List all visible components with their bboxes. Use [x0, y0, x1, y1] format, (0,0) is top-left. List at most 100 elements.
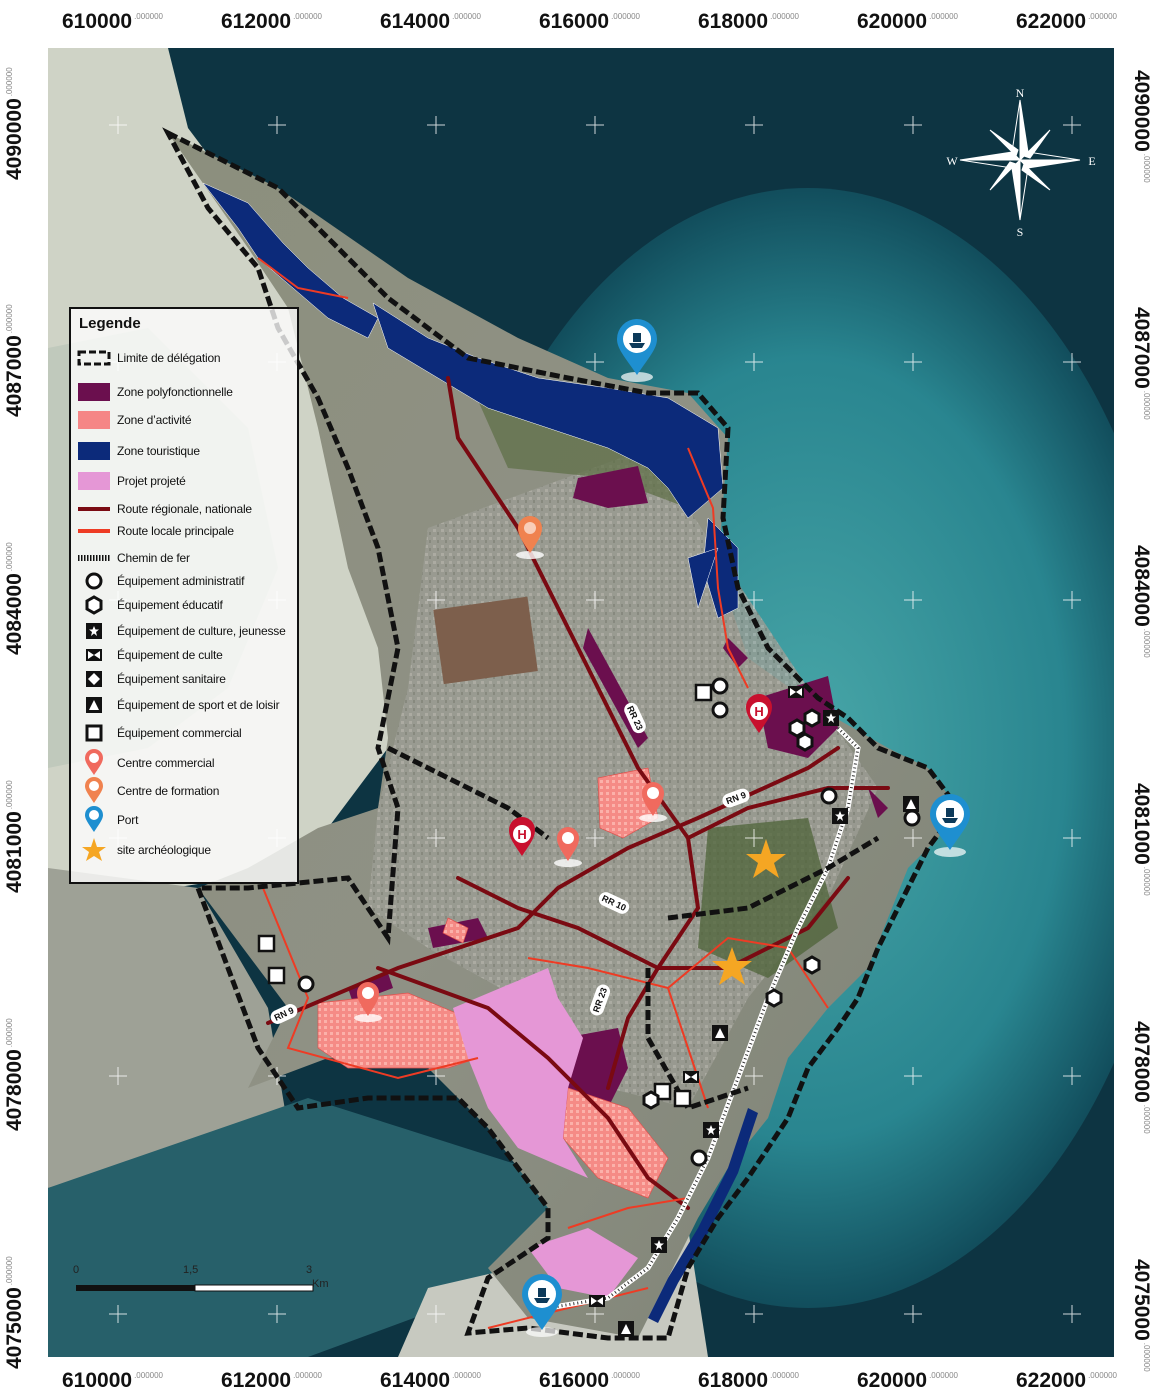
port-pin-icon	[77, 806, 111, 832]
y-tick-label: 4078000.000000	[1130, 1021, 1153, 1134]
bowtie-icon	[77, 644, 111, 666]
triangle-icon	[77, 694, 111, 716]
legend-item: Route régionale, nationale	[77, 498, 252, 520]
legend-item-label: Équipement sanitaire	[117, 672, 226, 686]
legend-item-label: site archéologique	[117, 843, 211, 857]
legend-item-label: Route locale principale	[117, 524, 234, 538]
zone-swatch-icon	[77, 440, 111, 462]
worship-bowtie-icon	[589, 1295, 605, 1307]
admin-circle-icon	[711, 677, 729, 695]
worship-bowtie-icon	[788, 686, 804, 698]
education-hexagon-icon	[796, 732, 814, 752]
archaeological-star-icon	[746, 839, 786, 878]
zone-touristique-south	[648, 1108, 758, 1323]
legend-item-label: Centre de formation	[117, 784, 220, 798]
airport-land	[48, 868, 288, 1188]
scale-label: 1,5	[183, 1264, 199, 1276]
x-tick-label: 618000.000000	[698, 10, 799, 33]
archaeological-star-icon	[712, 947, 752, 985]
training-center-pin-icon	[516, 516, 544, 559]
education-hexagon-icon	[765, 988, 783, 1008]
zone-swatch-icon	[77, 381, 111, 403]
y-tick-label: 4087000.000000	[3, 304, 26, 417]
culture-star-icon	[823, 710, 839, 726]
sport-triangle-icon	[618, 1321, 634, 1337]
x-tick-label: 614000.000000	[380, 1369, 481, 1392]
admin-circle-icon	[903, 809, 921, 827]
legend-item-label: Port	[117, 813, 139, 827]
y-tick-label: 4078000.000000	[3, 1018, 26, 1131]
legend-item-label: Équipement éducatif	[117, 598, 223, 612]
scale-bar	[76, 1284, 314, 1292]
commercial-center-pin-icon	[554, 827, 582, 867]
legend-item: Projet projeté	[77, 470, 186, 492]
zone-swatch-icon	[77, 409, 111, 431]
legend-item-label: Équipement de culte	[117, 648, 223, 662]
compass-w: W	[946, 154, 958, 168]
y-tick-label: 4075000.000000	[1130, 1259, 1153, 1372]
scale-unit: Km	[312, 1278, 329, 1290]
x-tick-label: 620000.000000	[857, 1369, 958, 1392]
legend-item: Équipement administratif	[77, 570, 244, 592]
commercial-square-icon	[267, 966, 286, 985]
x-tick-label: 614000.000000	[380, 10, 481, 33]
worship-bowtie-icon	[683, 1071, 699, 1083]
legend-item: Équipement éducatif	[77, 594, 223, 616]
scale-label: 0	[73, 1264, 80, 1276]
education-hexagon-icon	[803, 955, 821, 975]
sport-triangle-icon	[903, 796, 919, 812]
legend-item: Équipement commercial	[77, 722, 242, 744]
zone-touristique	[202, 182, 739, 619]
legend-item-label: Équipement de culture, jeunesse	[117, 624, 286, 638]
y-tick-label: 4081000.000000	[3, 780, 26, 893]
star-box-icon	[77, 620, 111, 642]
compass-s: S	[1017, 225, 1024, 239]
legend-item-label: Zone polyfonctionnelle	[117, 385, 233, 399]
education-hexagon-icon	[788, 718, 806, 738]
legend-item: site archéologique	[77, 838, 211, 861]
y-tick-label: 4090000.000000	[3, 67, 26, 180]
legend-item-label: Chemin de fer	[117, 551, 190, 565]
railway-icon	[77, 547, 111, 569]
compass-e: E	[1088, 154, 1095, 168]
training-pin-icon	[77, 777, 111, 803]
sites-archeologiques	[712, 839, 786, 985]
admin-circle-icon	[690, 1149, 708, 1167]
commercial-center-pin-icon	[354, 982, 382, 1022]
legend-item: Zone polyfonctionnelle	[77, 381, 233, 403]
zone-swatch-icon	[77, 470, 111, 492]
legend-item: Chemin de fer	[77, 547, 190, 569]
sport-triangle-icon	[712, 1025, 728, 1041]
legend-item-label: Limite de délégation	[117, 351, 221, 365]
equipements	[257, 677, 921, 1337]
diamond-icon	[77, 668, 111, 690]
y-tick-label: 4087000.000000	[1130, 307, 1153, 420]
legend-item-label: Zone d’activité	[117, 413, 192, 427]
culture-star-icon	[832, 808, 848, 824]
x-tick-label: 620000.000000	[857, 10, 958, 33]
legend-item-label: Zone touristique	[117, 444, 200, 458]
admin-circle-icon	[297, 975, 315, 993]
legend-item: Équipement sanitaire	[77, 668, 226, 690]
legend-item: Centre de formation	[77, 777, 220, 803]
legend-item-label: Centre commercial	[117, 756, 215, 770]
scale-label: 3	[306, 1264, 313, 1276]
hospital-pins: H H	[509, 694, 772, 856]
x-tick-label: 612000.000000	[221, 1369, 322, 1392]
legend-item-label: Équipement administratif	[117, 574, 245, 588]
commercial-center-pin-icon	[639, 782, 667, 822]
chemin-de-fer	[547, 726, 861, 1311]
legend-item: Centre commercial	[77, 749, 215, 775]
compass-n: N	[1016, 86, 1025, 100]
legend-item: Zone touristique	[77, 440, 200, 462]
education-hexagon-icon	[803, 708, 821, 728]
port-pin-icon	[617, 319, 657, 382]
circle-icon	[77, 570, 111, 592]
education-hexagon-icon	[642, 1090, 660, 1110]
star-icon	[77, 838, 111, 861]
x-tick-label: 622000.000000	[1016, 10, 1117, 33]
boundary-icon	[77, 347, 111, 369]
x-tick-label: 616000.000000	[539, 1369, 640, 1392]
y-tick-label: 4075000.000000	[3, 1256, 26, 1369]
